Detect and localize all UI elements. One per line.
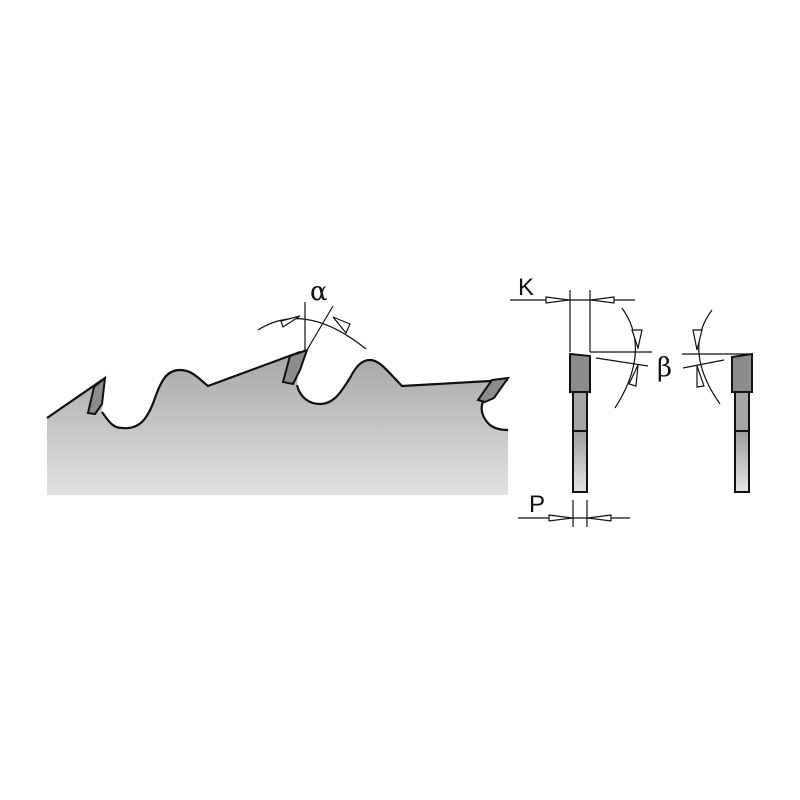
- kerf-dimension: [510, 290, 635, 352]
- tooth-tip-3: [476, 376, 511, 404]
- bevel-angle-right: [682, 309, 752, 405]
- shank-left-upper: [572, 391, 588, 432]
- shank-right-upper: [734, 391, 750, 432]
- plate-dimension: [518, 500, 630, 527]
- blade-body: [47, 352, 508, 495]
- front-view-right: [682, 309, 753, 493]
- tooth-tip-1: [86, 375, 107, 416]
- tooth-profile-right: [731, 352, 753, 393]
- bevel-angle-left: [590, 307, 652, 409]
- beta-label: β: [657, 353, 672, 383]
- shank-right-lower: [734, 430, 750, 493]
- blade-side-view: α: [46, 277, 511, 495]
- hook-angle-indicator: [257, 302, 367, 351]
- blade-outline: [46, 350, 509, 432]
- p-label: P: [529, 491, 545, 518]
- tooth-tip-2: [281, 348, 309, 386]
- shank-left-lower: [572, 430, 588, 493]
- alpha-label: α: [310, 277, 328, 307]
- tooth-profile-left: [569, 352, 591, 393]
- front-view-left: K P: [510, 274, 652, 527]
- k-label: K: [518, 274, 534, 301]
